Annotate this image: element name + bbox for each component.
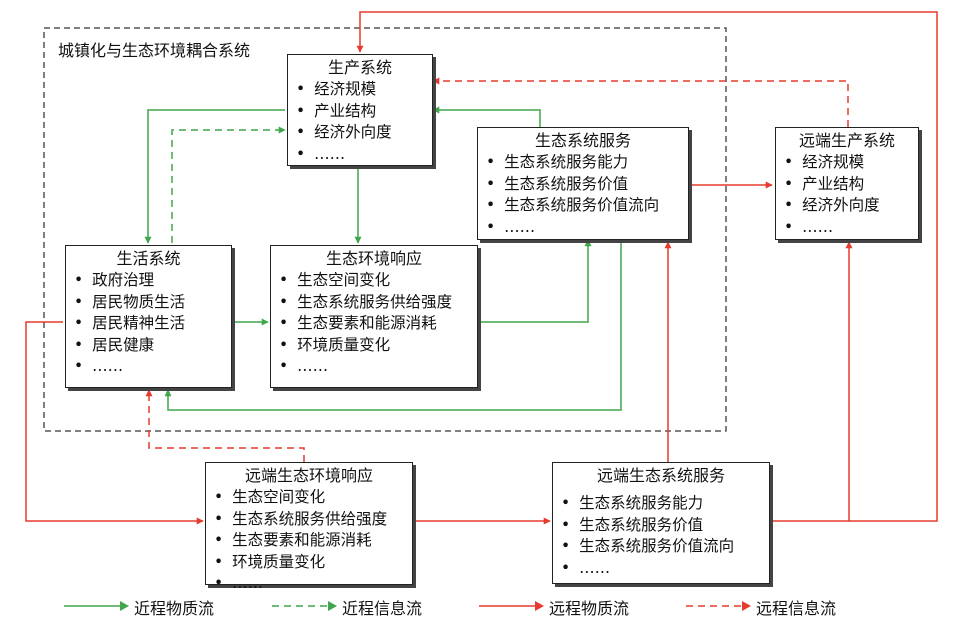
list-item: 生态空间变化 bbox=[212, 487, 406, 509]
list-item: 生态系统服务供给强度 bbox=[277, 292, 471, 314]
remote-ecosystem-service-box: 远端生态系统服务 生态系统服务能力 生态系统服务价值 生态系统服务价值流向 …… bbox=[552, 462, 770, 584]
list-item: 生态系统服务价值 bbox=[559, 515, 763, 537]
remote-eco-environment-response-box: 远端生态环境响应 生态空间变化 生态系统服务供给强度 生态要素和能源消耗 环境质… bbox=[205, 462, 413, 592]
list-item: …… bbox=[212, 573, 406, 595]
list-item: 生态要素和能源消耗 bbox=[277, 313, 471, 335]
list-item: 生态系统服务价值流向 bbox=[484, 195, 682, 217]
box-title: 生活系统 bbox=[116, 249, 181, 268]
far-info-remote-response-to-living bbox=[145, 389, 305, 462]
flow-ecoservice-to-production bbox=[432, 106, 541, 127]
list-item: 产业结构 bbox=[782, 174, 912, 196]
list-item: 生态要素和能源消耗 bbox=[212, 530, 406, 552]
legend-green-solid-arrow bbox=[64, 601, 129, 611]
list-item: 环境质量变化 bbox=[277, 335, 471, 357]
list-item: …… bbox=[559, 558, 763, 580]
legend-label: 近程物质流 bbox=[134, 599, 215, 618]
legend-red-solid-arrow bbox=[479, 601, 544, 611]
legend-near-material: 近程物质流 bbox=[64, 593, 244, 621]
list-item: …… bbox=[277, 356, 471, 378]
box-title: 生态环境响应 bbox=[325, 249, 422, 268]
box-title: 远端生产系统 bbox=[798, 131, 895, 150]
living-system-box: 生活系统 政府治理 居民物质生活 居民精神生活 居民健康 …… bbox=[65, 245, 232, 388]
box-title: 生产系统 bbox=[327, 58, 392, 77]
list-item: 居民健康 bbox=[72, 335, 225, 357]
list-item: 居民精神生活 bbox=[72, 313, 225, 335]
production-system-box: 生产系统 经济规模 产业结构 经济外向度 …… bbox=[287, 54, 433, 166]
legend-green-dashed-arrow bbox=[272, 601, 337, 611]
list-item: 经济外向度 bbox=[782, 195, 912, 217]
far-info-remote-production-to-production bbox=[432, 77, 849, 127]
list-item: 经济规模 bbox=[782, 152, 912, 174]
info-living-to-production bbox=[171, 126, 286, 243]
eco-environment-response-box: 生态环境响应 生态空间变化 生态系统服务供给强度 生态要素和能源消耗 环境质量变… bbox=[270, 245, 478, 388]
legend-near-info: 近程信息流 bbox=[272, 593, 452, 621]
list-item: 经济外向度 bbox=[294, 122, 426, 144]
list-item: 居民物质生活 bbox=[72, 292, 225, 314]
list-item: 生态系统服务能力 bbox=[484, 152, 682, 174]
coupling-system-label: 城镇化与生态环境耦合系统 bbox=[56, 37, 253, 61]
legend-red-dashed-arrow bbox=[686, 601, 751, 611]
far-flow-remote-service-to-remote-production bbox=[771, 241, 853, 522]
flow-eco-response-to-ecoservice bbox=[478, 239, 592, 323]
legend-far-info: 远程信息流 bbox=[686, 593, 866, 621]
list-item: 生态系统服务供给强度 bbox=[212, 509, 406, 531]
box-title: 远端生态环境响应 bbox=[244, 466, 373, 485]
list-item: …… bbox=[72, 356, 225, 378]
list-item: 生态系统服务能力 bbox=[559, 493, 763, 515]
legend-label: 远程物质流 bbox=[549, 599, 630, 618]
far-flow-living-to-remote-response bbox=[25, 321, 204, 525]
box-title: 远端生态系统服务 bbox=[596, 466, 725, 485]
ecosystem-service-box: 生态系统服务 生态系统服务能力 生态系统服务价值 生态系统服务价值流向 …… bbox=[477, 127, 689, 240]
list-item: …… bbox=[484, 217, 682, 239]
list-item: 生态空间变化 bbox=[277, 270, 471, 292]
legend-far-material: 远程物质流 bbox=[479, 593, 659, 621]
list-item: 经济规模 bbox=[294, 79, 426, 101]
legend-label: 远程信息流 bbox=[756, 599, 837, 618]
far-flow-remote-service-to-production bbox=[356, 11, 938, 522]
flow-production-to-living bbox=[144, 109, 285, 244]
list-item: 生态系统服务价值流向 bbox=[559, 536, 763, 558]
list-item: …… bbox=[782, 217, 912, 239]
flow-eco-response-to-living bbox=[164, 240, 622, 411]
box-title: 生态系统服务 bbox=[534, 131, 631, 150]
list-item: 生态系统服务价值 bbox=[484, 174, 682, 196]
coupling-system-boundary bbox=[43, 27, 727, 432]
remote-production-system-box: 远端生产系统 经济规模 产业结构 经济外向度 …… bbox=[775, 127, 919, 240]
legend-label: 近程信息流 bbox=[342, 599, 423, 618]
list-item: 环境质量变化 bbox=[212, 552, 406, 574]
list-item: …… bbox=[294, 144, 426, 166]
list-item: 政府治理 bbox=[72, 270, 225, 292]
list-item: 产业结构 bbox=[294, 101, 426, 123]
